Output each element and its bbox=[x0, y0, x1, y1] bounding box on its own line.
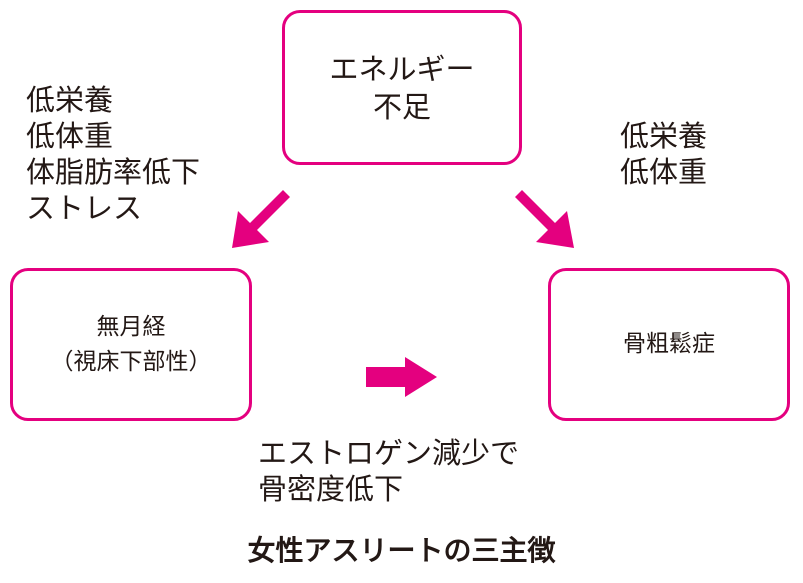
edge-label-energy-to-amenorrhea: 低栄養 低体重 体脂肪率低下 ストレス bbox=[26, 82, 200, 226]
node-energy-line-1: エネルギー bbox=[329, 51, 475, 86]
diagram-caption: 女性アスリートの三主徴 bbox=[247, 534, 556, 567]
node-amenorrhea: 無月経 （視床下部性） bbox=[10, 268, 252, 421]
node-amenorrhea-line-1: 無月経 bbox=[96, 313, 166, 340]
node-energy-deficiency: エネルギー 不足 bbox=[282, 10, 522, 165]
node-osteoporosis: 骨粗鬆症 bbox=[548, 268, 790, 421]
edge-left-line-3: 体脂肪率低下 bbox=[26, 155, 201, 189]
edge-label-amenorrhea-to-osteoporosis: エストロゲン減少で 骨密度低下 bbox=[258, 435, 519, 507]
edge-bottom-line-2: 骨密度低下 bbox=[258, 472, 404, 506]
edge-left-line-2: 低体重 bbox=[26, 119, 114, 153]
edge-right-line-1: 低栄養 bbox=[620, 119, 708, 153]
edge-right-line-2: 低体重 bbox=[620, 155, 708, 189]
arrow-energy-to-osteoporosis bbox=[515, 190, 574, 248]
arrow-amenorrhea-to-osteoporosis bbox=[366, 357, 437, 397]
arrow-energy-to-amenorrhea bbox=[232, 190, 290, 248]
edge-label-energy-to-osteoporosis: 低栄養 低体重 bbox=[620, 118, 707, 190]
node-osteoporosis-label: 骨粗鬆症 bbox=[623, 331, 715, 357]
node-amenorrhea-line-2: （視床下部性） bbox=[50, 348, 212, 375]
edge-left-line-1: 低栄養 bbox=[26, 83, 114, 117]
node-energy-line-2: 不足 bbox=[372, 89, 431, 124]
edge-bottom-line-1: エストロゲン減少で bbox=[258, 436, 520, 470]
edge-left-line-4: ストレス bbox=[26, 191, 143, 225]
